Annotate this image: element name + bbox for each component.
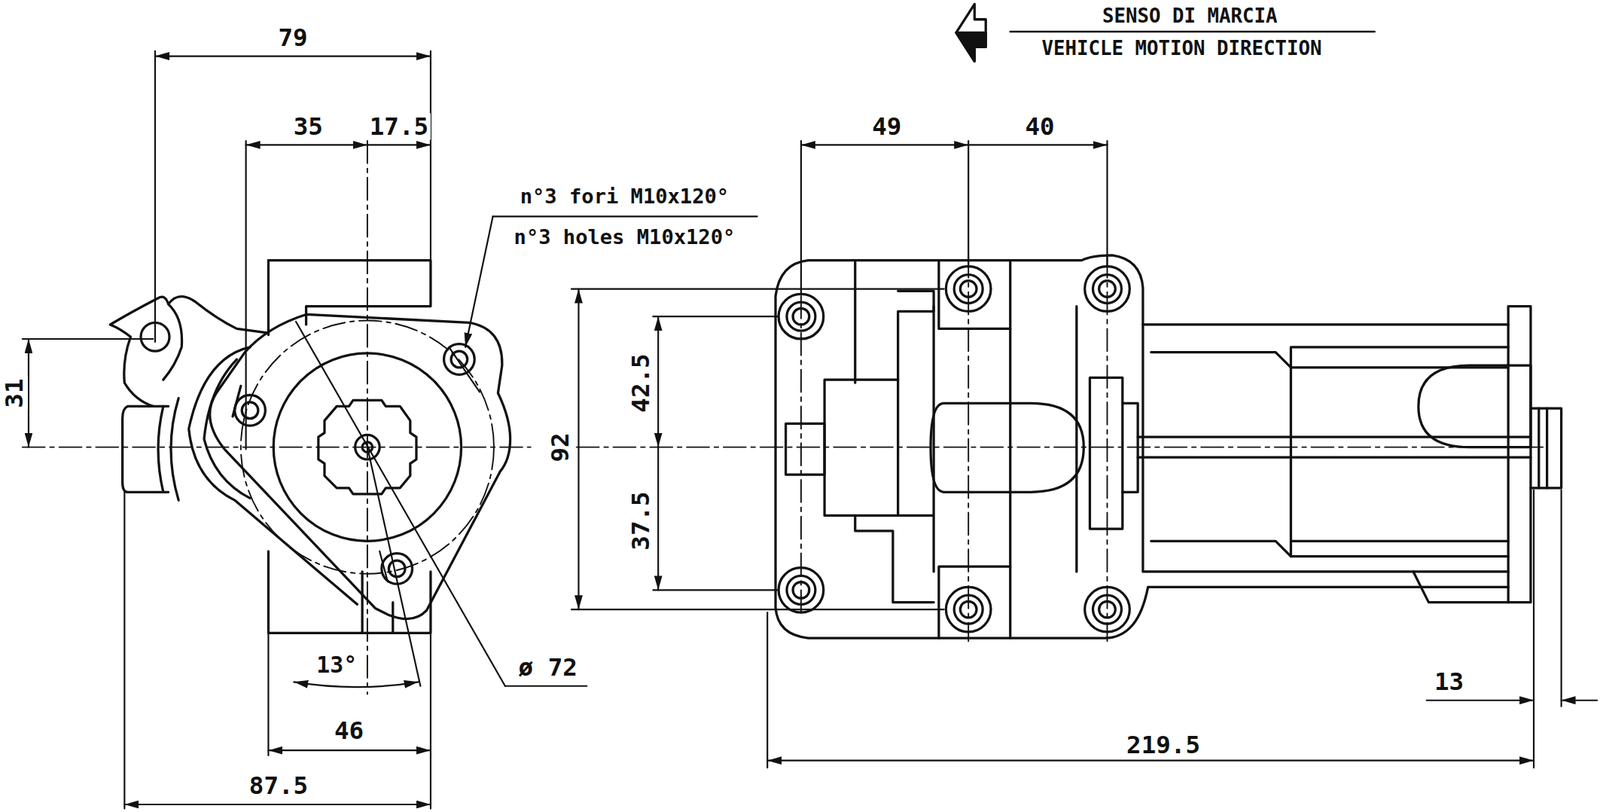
dimension-text-vertical: 92 <box>546 429 574 464</box>
dimension-text: SENSO DI MARCIA <box>1100 4 1280 26</box>
dimension-text: 219.5 <box>1124 731 1202 759</box>
dimension-text: 40 <box>1023 112 1058 141</box>
dimension-text-vertical: 31 <box>0 375 28 410</box>
dimension-text: 79 <box>276 24 311 52</box>
dimension-text-vertical: 37.5 <box>627 488 655 552</box>
dimension-text: ø 72 <box>516 653 580 681</box>
dimension-text: 35 <box>291 112 326 141</box>
dimension-text: 13° <box>314 652 360 678</box>
right-view <box>571 3 1597 768</box>
dimension-text: 13 <box>1432 667 1466 695</box>
dimension-text: n°3 holes M10x120° <box>512 225 738 249</box>
dimension-text-vertical: 42.5 <box>627 350 655 415</box>
dimension-text: 17.5 <box>367 112 431 141</box>
dimension-text: 46 <box>332 717 366 745</box>
dimension-text: 49 <box>869 112 904 141</box>
dimension-text: 87.5 <box>246 772 311 800</box>
dimension-text: VEHICLE MOTION DIRECTION <box>1039 37 1325 59</box>
dimension-text: n°3 fori M10x120° <box>518 184 732 208</box>
left-view <box>22 51 758 809</box>
